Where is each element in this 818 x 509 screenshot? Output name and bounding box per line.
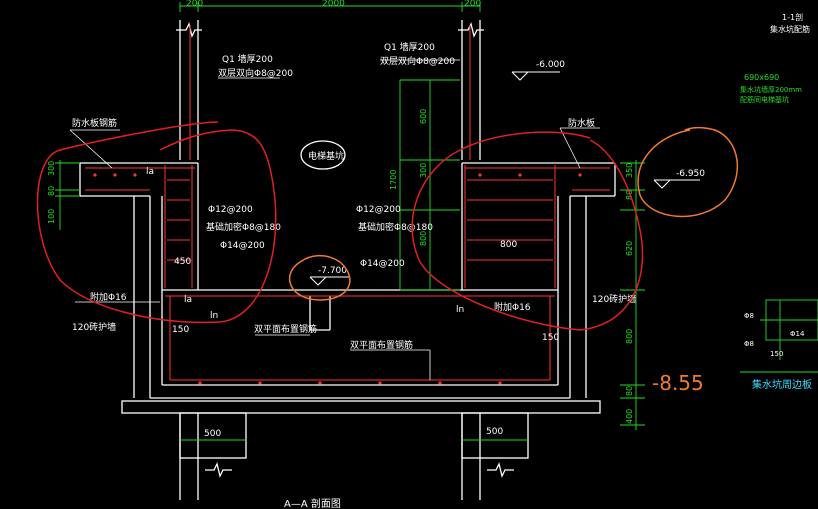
vdim-mid-1: 1700 (389, 170, 398, 190)
side-rebar-3: 150 (770, 350, 783, 358)
vdim-left-0: 300 (47, 161, 56, 176)
orange-annotations (288, 126, 739, 301)
right-added-rebar: 基础加密Φ8@180 (358, 221, 433, 233)
dim-right-wall: 200 (464, 0, 481, 9)
right-rebar-14: Φ14@200 (360, 259, 405, 269)
elevation-pit-floor: -7.700 (318, 266, 347, 276)
side-rebar-1: Φ8 (744, 312, 754, 320)
left-corner-rebar: 附加Φ16 (90, 291, 127, 303)
orange-right-circle (637, 126, 739, 218)
dim-left-wall: 200 (186, 0, 203, 9)
elevation-markers (309, 71, 700, 286)
left-red-circle (36, 121, 277, 324)
left-rebar-14: Φ14@200 (220, 241, 265, 251)
vdim-right-5: 400 (625, 409, 634, 424)
vdim-mid-2: 300 (419, 163, 428, 178)
side-top-note-1: 1-1剖 (782, 12, 803, 22)
left-dim-450: 450 (174, 257, 191, 267)
vdim-right-4: 80 (625, 386, 634, 396)
right-red-circle (411, 131, 644, 331)
elevation-top-right: -6.000 (536, 60, 565, 70)
double-rebar-1: 双平面布置钢筋 (254, 323, 317, 335)
left-waterproof: 防水板钢筋 (72, 117, 117, 129)
bottom-labels: 双平面布置钢筋 双平面布置钢筋 500 500 A—A 剖面图 (204, 323, 503, 509)
top-dimensions: 200 2000 200 (186, 0, 481, 9)
pile-dim-left: 500 (204, 429, 221, 439)
vdim-left-1: 80 (47, 186, 56, 196)
rebar-dots (93, 173, 582, 385)
concrete-outline (79, 20, 616, 500)
vdim-left-2: 100 (47, 209, 56, 224)
red-annotation-circles (36, 121, 644, 331)
elevation-labels: -6.000 -6.950 -7.700 (318, 60, 705, 276)
right-dim-150: 150 (542, 333, 559, 343)
vdim-right-0: 350 (625, 163, 634, 178)
pile-dim-right: 500 (486, 427, 503, 437)
elevation-mid-right: -6.950 (676, 169, 705, 179)
orange-pit-circle (288, 254, 351, 301)
left-wall-rebar: 双层双向Φ8@200 (218, 67, 293, 79)
vdim-mid-0: 600 (419, 109, 428, 124)
section-title: A—A 剖面图 (284, 497, 341, 509)
right-ln: ln (456, 305, 464, 315)
right-corner-rebar: 附加Φ16 (494, 301, 531, 313)
right-dim-800: 800 (500, 240, 517, 250)
left-la-bottom: la (184, 295, 192, 305)
side-rebar-4: Φ8 (744, 340, 754, 348)
right-protective-wall: 120砖护墙 (592, 293, 636, 305)
left-labels: 防水板钢筋 la Φ12@200 基础加密Φ8@180 Φ14@200 450 … (72, 117, 281, 335)
dimension-lines (55, 2, 818, 441)
vdim-right-2: 620 (625, 241, 634, 256)
vertical-dims: 300 80 100 600 1700 300 800 350 80 620 8… (47, 109, 634, 424)
dim-middle: 2000 (322, 0, 345, 9)
left-ln: ln (210, 311, 218, 321)
right-wall-q: Q1 墙厚200 (384, 41, 435, 53)
side-note-1: 集水坑墙厚200mm (740, 85, 802, 94)
right-rebar-12: Φ12@200 (356, 205, 401, 215)
side-size: 690x690 (744, 73, 779, 82)
side-top-note-2: 集水坑配筋 (770, 24, 810, 34)
left-rebar-12: Φ12@200 (208, 205, 253, 215)
right-wall-rebar: 双层双向Φ8@200 (380, 55, 455, 67)
wall-labels: Q1 墙厚200 双层双向Φ8@200 Q1 墙厚200 双层双向Φ8@200 (218, 41, 455, 79)
double-rebar-2: 双平面布置钢筋 (350, 339, 413, 351)
left-la-top: la (146, 167, 154, 177)
right-waterproof: 防水板 (568, 117, 595, 129)
left-protective-wall: 120砖护墙 (72, 321, 116, 333)
left-wall-q: Q1 墙厚200 (222, 53, 273, 65)
left-dim-150: 150 (172, 325, 189, 335)
rebar-lines (85, 25, 610, 381)
pit-label: 电梯基坑 (308, 150, 344, 162)
big-elevation-annotation: -8.55 (652, 371, 704, 395)
vdim-right-1: 80 (625, 190, 634, 200)
leader-lines (69, 59, 600, 380)
side-panel: 1-1剖 集水坑配筋 690x690 集水坑墙厚200mm 配筋同电梯基坑 Φ8… (740, 12, 812, 391)
vdim-right-3: 800 (625, 329, 634, 344)
left-added-rebar: 基础加密Φ8@180 (206, 221, 281, 233)
vdim-mid-3: 800 (419, 231, 428, 246)
side-bottom-label: 集水坑周边板 (752, 378, 812, 391)
side-note-2: 配筋同电梯基坑 (740, 95, 789, 104)
right-labels: 防水板 Φ12@200 基础加密Φ8@180 Φ14@200 800 附加Φ16… (356, 117, 636, 343)
side-rebar-2: Φ14 (790, 330, 805, 338)
